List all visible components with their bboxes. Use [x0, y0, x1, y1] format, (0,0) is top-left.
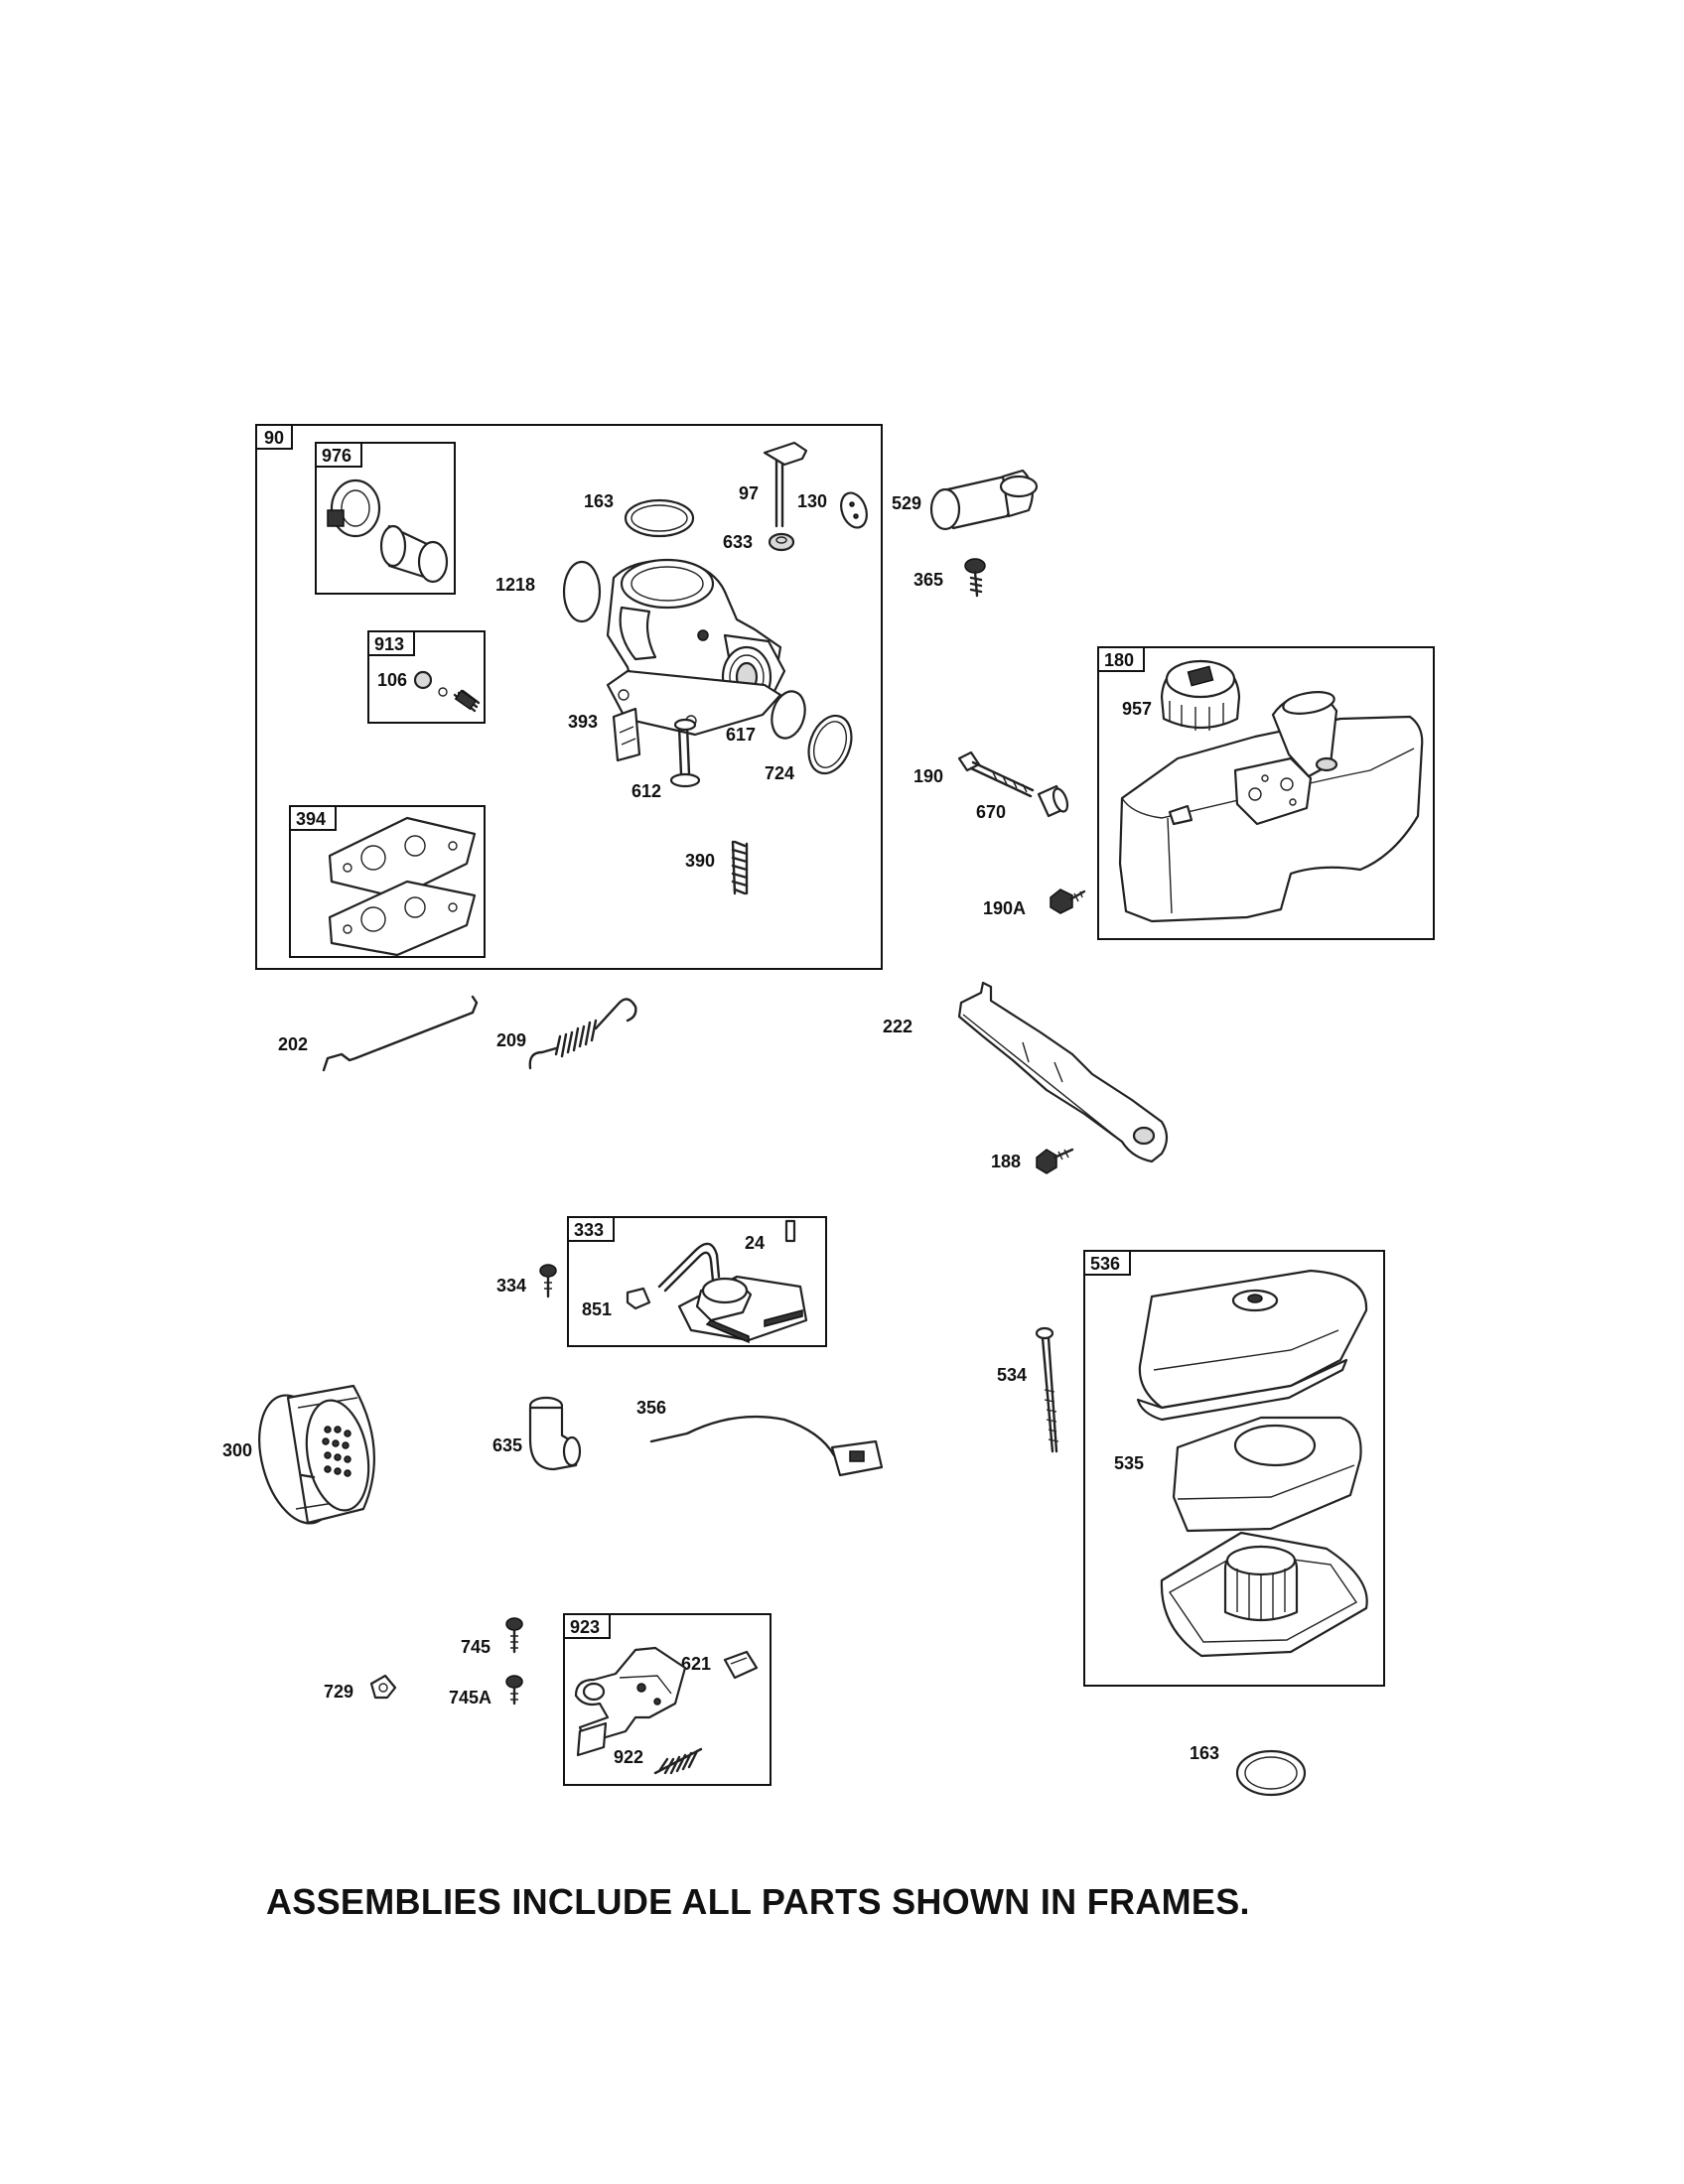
- clip-621-part[interactable]: [723, 1650, 759, 1680]
- frame-976[interactable]: 976: [315, 442, 456, 595]
- air-cleaner-base-part[interactable]: [1160, 1531, 1368, 1658]
- bolt-190-part[interactable]: [957, 751, 1035, 798]
- part-label-922: 922: [614, 1747, 643, 1767]
- spring-390-part[interactable]: [731, 840, 749, 895]
- long-screw-534-part[interactable]: [1035, 1326, 1059, 1453]
- part-label-745A: 745A: [449, 1688, 491, 1707]
- part-label-635: 635: [492, 1435, 522, 1455]
- clip-851-part[interactable]: [626, 1287, 651, 1310]
- part-label-334: 334: [496, 1276, 526, 1296]
- part-label-393: 393: [568, 712, 598, 732]
- part-label-612: 612: [632, 781, 661, 801]
- part-label-529: 529: [892, 493, 921, 513]
- spring-922-part[interactable]: [653, 1747, 703, 1775]
- ignition-armature-part[interactable]: [657, 1242, 808, 1344]
- frame-394[interactable]: 394: [289, 805, 486, 958]
- screw-188-part[interactable]: [1036, 1148, 1074, 1174]
- governor-lever-part[interactable]: [574, 1646, 687, 1757]
- frame-394-tag: 394: [296, 809, 326, 829]
- part-label-24: 24: [745, 1233, 765, 1253]
- muffler-300-part[interactable]: [246, 1384, 376, 1532]
- part-label-163-top: 163: [584, 491, 614, 511]
- part-label-851: 851: [582, 1299, 612, 1319]
- part-label-365: 365: [913, 570, 943, 590]
- part-label-534: 534: [997, 1365, 1027, 1385]
- control-bracket-222-part[interactable]: [957, 981, 1169, 1163]
- screw-334-part[interactable]: [539, 1264, 557, 1298]
- frame-923[interactable]: 923 621 922: [563, 1613, 772, 1786]
- part-label-535: 535: [1114, 1453, 1144, 1473]
- air-intake-adapter-part[interactable]: [327, 478, 449, 584]
- governor-link-202-part[interactable]: [322, 995, 479, 1072]
- part-label-97: 97: [739, 483, 759, 503]
- spark-plug-cover-635-part[interactable]: [528, 1396, 582, 1471]
- screw-745A-part[interactable]: [505, 1675, 523, 1706]
- part-label-222: 222: [883, 1017, 912, 1036]
- part-label-300: 300: [222, 1440, 252, 1460]
- o-ring-163-part[interactable]: [624, 498, 695, 538]
- bolt-190A-part[interactable]: [1050, 888, 1086, 914]
- frame-180-tag: 180: [1104, 650, 1134, 670]
- frame-90[interactable]: 90: [255, 424, 883, 970]
- part-label-190: 190: [913, 766, 943, 786]
- screw-745-part[interactable]: [505, 1617, 523, 1654]
- part-label-209: 209: [496, 1030, 526, 1050]
- part-label-202: 202: [278, 1034, 308, 1054]
- part-label-633: 633: [723, 532, 753, 552]
- float-393-part[interactable]: [612, 707, 641, 762]
- air-cleaner-cover-part[interactable]: [1136, 1269, 1368, 1422]
- pin-24-part[interactable]: [784, 1219, 796, 1243]
- part-label-745: 745: [461, 1637, 491, 1657]
- fuel-cap-957-part[interactable]: [1160, 659, 1241, 731]
- part-label-188: 188: [991, 1152, 1021, 1171]
- part-label-617: 617: [726, 725, 756, 745]
- part-label-670: 670: [976, 802, 1006, 822]
- frame-333[interactable]: 333 24 851: [567, 1216, 827, 1347]
- frame-333-tag: 333: [574, 1220, 604, 1240]
- part-label-621: 621: [681, 1654, 711, 1674]
- nut-729-part[interactable]: [369, 1674, 397, 1700]
- o-ring-617-part[interactable]: [767, 688, 809, 743]
- o-ring-724-part[interactable]: [801, 710, 859, 779]
- frame-913-tag: 913: [374, 634, 404, 654]
- governor-spring-209-part[interactable]: [528, 998, 637, 1070]
- spacer-670-part[interactable]: [1037, 784, 1070, 818]
- frame-536-tag: 536: [1090, 1254, 1120, 1274]
- seal-633-part[interactable]: [768, 532, 795, 552]
- part-label-390: 390: [685, 851, 715, 871]
- part-label-957: 957: [1122, 699, 1152, 719]
- part-label-190A: 190A: [983, 898, 1026, 918]
- frame-923-tag: 923: [570, 1617, 600, 1637]
- part-label-729: 729: [324, 1682, 353, 1702]
- frame-913[interactable]: 913 106: [367, 630, 486, 724]
- carburetor-body-part[interactable]: [606, 558, 786, 737]
- o-ring-163-bottom-part[interactable]: [1235, 1749, 1307, 1797]
- fuel-tank-part[interactable]: [1118, 689, 1424, 923]
- frame-90-tag: 90: [264, 428, 284, 448]
- air-filter-535-part[interactable]: [1172, 1416, 1362, 1533]
- part-label-106: 106: [377, 670, 407, 690]
- o-ring-1218-part[interactable]: [562, 560, 602, 623]
- gasket-kit-part[interactable]: [328, 816, 477, 957]
- screw-365-part[interactable]: [964, 558, 986, 598]
- part-label-1218: 1218: [495, 575, 535, 595]
- bowl-screw-612-part[interactable]: [669, 718, 701, 788]
- throttle-valve-part[interactable]: [837, 489, 872, 531]
- frame-536[interactable]: 536 535: [1083, 1250, 1385, 1687]
- part-label-356: 356: [636, 1398, 666, 1418]
- part-label-130: 130: [797, 491, 827, 511]
- frame-976-tag: 976: [322, 446, 351, 466]
- frame-180[interactable]: 180 957: [1097, 646, 1435, 940]
- part-label-163-bottom: 163: [1190, 1743, 1219, 1763]
- elbow-529-part[interactable]: [929, 469, 1039, 531]
- needle-valve-part[interactable]: [413, 670, 481, 713]
- ground-wire-356-part[interactable]: [649, 1415, 884, 1477]
- assemblies-note: ASSEMBLIES INCLUDE ALL PARTS SHOWN IN FR…: [266, 1881, 1250, 1922]
- throttle-shaft-part[interactable]: [763, 441, 808, 528]
- part-label-724: 724: [765, 763, 794, 783]
